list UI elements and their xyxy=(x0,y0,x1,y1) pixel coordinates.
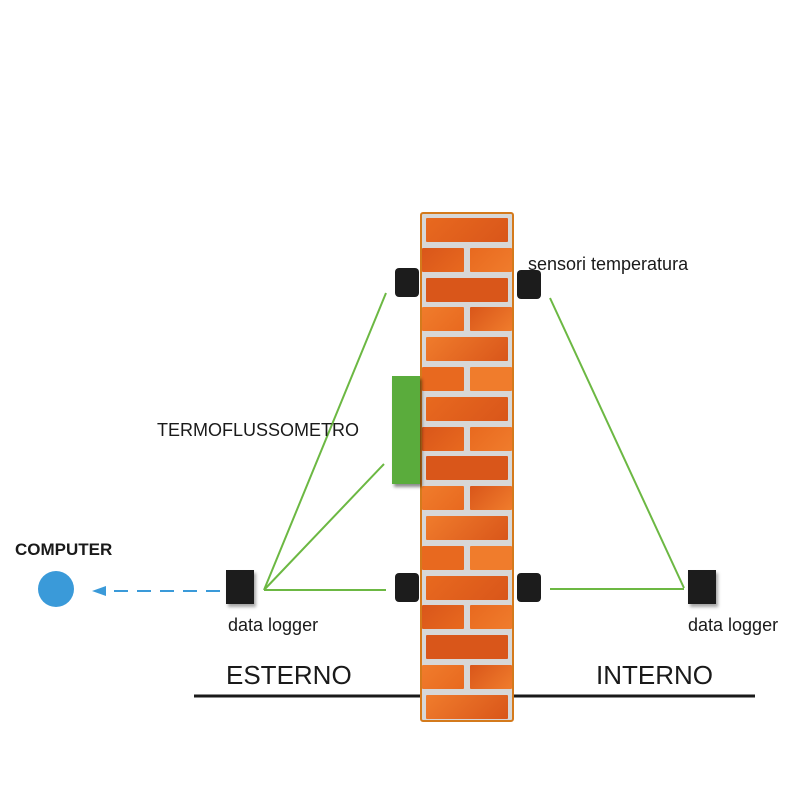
sensors-label: sensori temperatura xyxy=(528,254,689,274)
computer-label: COMPUTER xyxy=(15,540,113,559)
heat-flux-meter xyxy=(392,376,420,484)
heat-flux-meter-label: TERMOFLUSSOMETRO xyxy=(157,420,360,440)
brick xyxy=(470,545,512,570)
brick xyxy=(470,486,512,511)
temperature-sensor-outer-top xyxy=(395,268,419,297)
brick xyxy=(422,545,464,570)
brick xyxy=(422,307,464,332)
brick xyxy=(426,635,508,660)
arrow-left-icon xyxy=(92,586,106,596)
data-logger-outside xyxy=(226,570,254,604)
brick xyxy=(422,486,464,511)
data-logger-inside-label: data logger xyxy=(688,615,779,635)
brick xyxy=(470,247,512,272)
brick xyxy=(470,426,512,451)
brick-wall xyxy=(420,212,514,722)
brick xyxy=(422,247,464,272)
brick xyxy=(426,694,508,719)
brick xyxy=(422,605,464,630)
wire-top-right-sensor xyxy=(549,297,685,589)
data-logger-inside xyxy=(688,570,716,604)
brick xyxy=(470,307,512,332)
brick xyxy=(470,665,512,689)
temperature-sensor-inner-top xyxy=(517,270,541,299)
outside-label: ESTERNO xyxy=(226,660,352,690)
brick xyxy=(422,426,464,451)
brick xyxy=(426,337,508,362)
sensor-wires xyxy=(263,292,685,591)
brick xyxy=(426,218,508,242)
inside-label: INTERNO xyxy=(596,660,713,690)
brick xyxy=(422,367,464,391)
brick xyxy=(426,277,508,302)
computer-icon xyxy=(38,571,74,607)
temperature-sensor-outer-bottom xyxy=(395,573,419,602)
brick xyxy=(470,367,512,391)
brick xyxy=(422,665,464,689)
wire-top-left-sensor xyxy=(263,292,387,591)
temperature-sensor-inner-bottom xyxy=(517,573,541,602)
brick xyxy=(426,396,508,421)
data-logger-outside-label: data logger xyxy=(228,615,319,635)
brick xyxy=(426,516,508,540)
brick xyxy=(426,456,508,481)
brick xyxy=(426,575,508,600)
wire-heat-flux-meter xyxy=(263,463,385,591)
brick xyxy=(470,605,512,630)
